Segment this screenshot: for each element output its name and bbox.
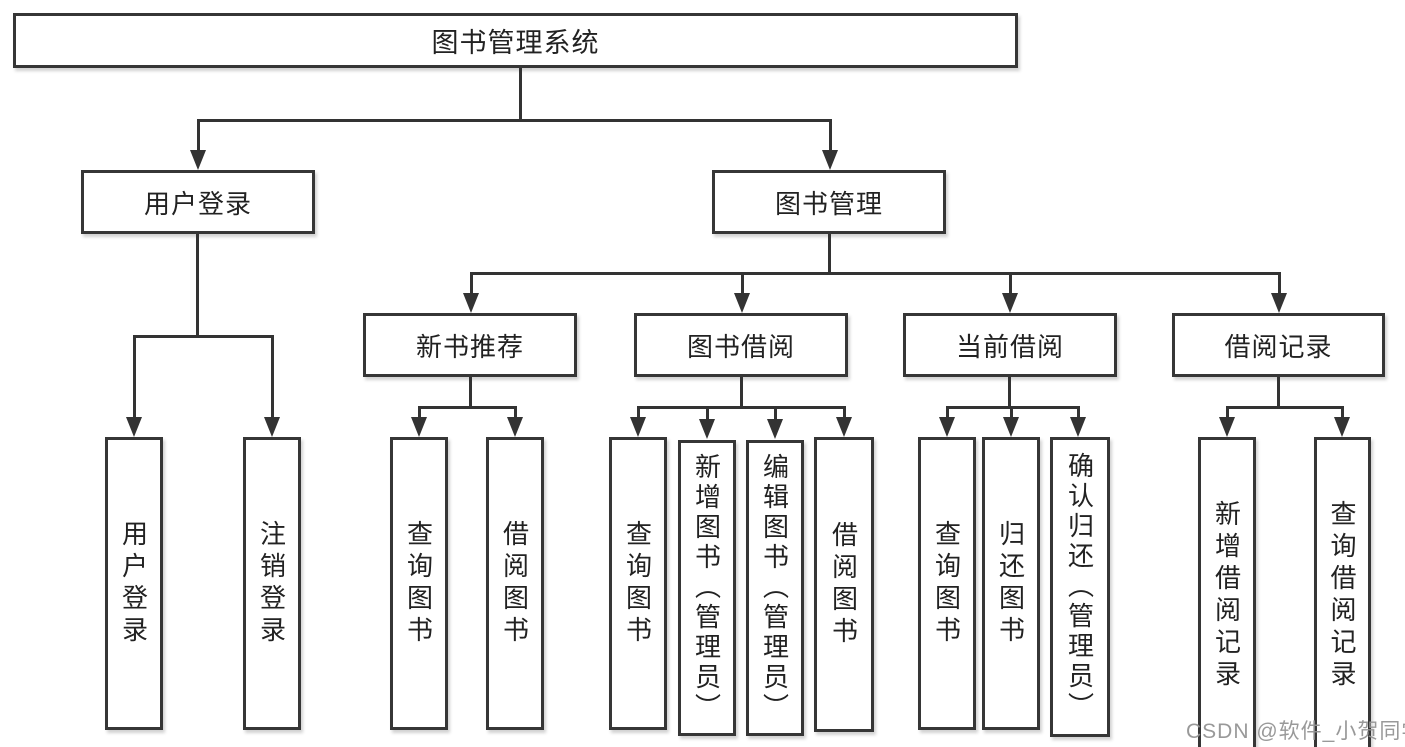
arrow-down-icon: [1070, 406, 1086, 437]
connector-current-borrow-rail: [946, 406, 1079, 409]
node-borrowing-records: 借阅记录: [1172, 313, 1385, 377]
connector-new-rec-stem: [469, 377, 472, 408]
arrow-down-icon: [1334, 406, 1350, 437]
node-root-system: 图书管理系统: [13, 13, 1018, 68]
connector-book-mgmt-stem: [828, 234, 831, 274]
connector-current-borrow-stem: [1008, 377, 1011, 408]
arrow-down-icon: [1219, 406, 1235, 437]
connector-level2-rail: [470, 272, 1280, 275]
leaf-borrow-books-recommend: 借阅图书: [486, 437, 544, 730]
leaf-add-borrow-record: 新增借阅记录: [1198, 437, 1256, 747]
connector-user-login-rail: [133, 335, 273, 338]
arrow-down-icon: [411, 406, 427, 437]
arrow-down-icon: [264, 335, 280, 437]
arrow-down-icon: [734, 272, 750, 313]
leaf-return-books: 归还图书: [982, 437, 1040, 730]
leaf-add-books-admin: 新增图书（管理员）: [678, 440, 736, 736]
node-book-management: 图书管理: [712, 170, 946, 234]
arrow-down-icon: [630, 406, 646, 437]
arrow-down-icon: [822, 119, 838, 170]
arrow-down-icon: [767, 406, 783, 439]
arrow-down-icon: [939, 406, 955, 437]
leaf-query-books-current: 查询图书: [918, 437, 976, 730]
node-book-borrowing: 图书借阅: [634, 313, 848, 377]
leaf-borrow-books-borrowing: 借阅图书: [814, 437, 874, 732]
leaf-confirm-return-admin: 确认归还（管理员）: [1050, 437, 1110, 737]
csdn-watermark: CSDN @软件_小贺同学: [1186, 720, 1405, 743]
arrow-down-icon: [836, 406, 852, 437]
arrow-down-icon: [1002, 272, 1018, 313]
connector-root-stem: [519, 68, 522, 121]
connector-level1-rail: [197, 119, 831, 122]
arrow-down-icon: [126, 335, 142, 437]
leaf-query-books-borrowing: 查询图书: [609, 437, 667, 730]
arrow-down-icon: [507, 406, 523, 437]
connector-user-login-stem: [196, 234, 199, 337]
node-current-borrowing: 当前借阅: [903, 313, 1117, 377]
leaf-query-books-recommend: 查询图书: [390, 437, 448, 730]
arrow-down-icon: [190, 119, 206, 170]
arrow-down-icon: [463, 272, 479, 313]
leaf-query-borrow-record: 查询借阅记录: [1314, 437, 1371, 747]
connector-new-rec-rail: [418, 406, 516, 409]
node-new-book-recommend: 新书推荐: [363, 313, 577, 377]
leaf-edit-books-admin: 编辑图书（管理员）: [746, 440, 804, 736]
arrow-down-icon: [1003, 406, 1019, 437]
connector-book-borrow-stem: [740, 377, 743, 408]
arrow-down-icon: [699, 406, 715, 439]
leaf-user-login: 用户登录: [105, 437, 163, 730]
connector-book-borrow-rail: [637, 406, 845, 409]
connector-borrow-rec-rail: [1226, 406, 1343, 409]
arrow-down-icon: [1271, 272, 1287, 313]
leaf-logout: 注销登录: [243, 437, 301, 730]
node-user-login: 用户登录: [81, 170, 315, 234]
connector-borrow-rec-stem: [1277, 377, 1280, 408]
